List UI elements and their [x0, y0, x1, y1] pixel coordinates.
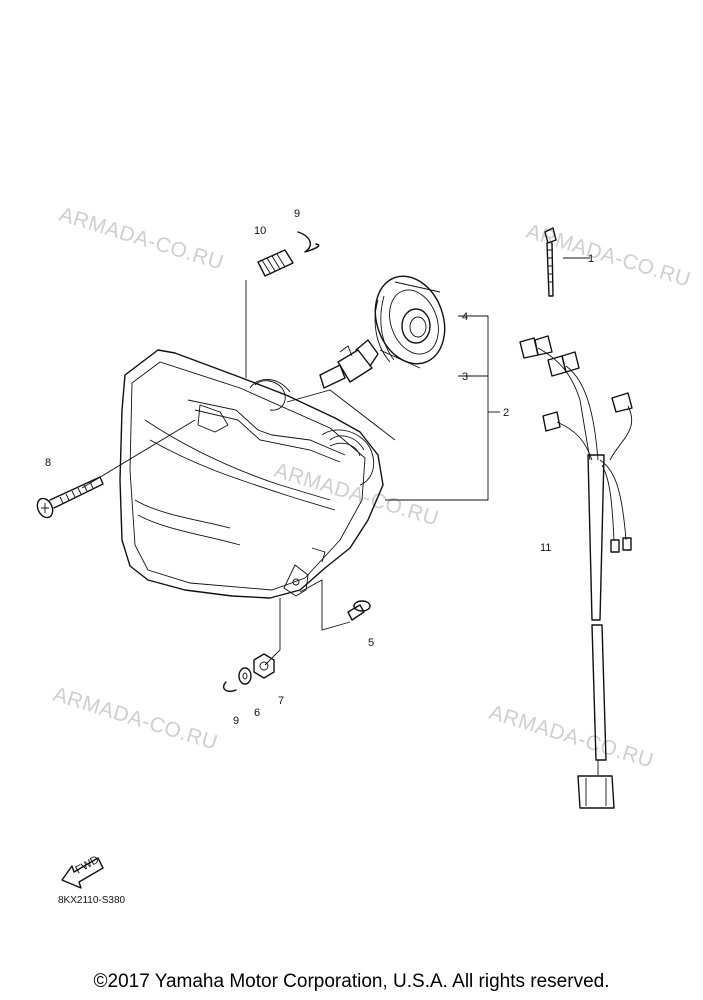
- clip-part-9-top: [297, 231, 320, 253]
- watermark: ARMADA-CO.RU: [51, 683, 221, 755]
- callout-2: 2: [503, 407, 509, 419]
- nut-part-7: [253, 653, 275, 679]
- bolt-part-5: [347, 600, 371, 621]
- callout-4: 4: [462, 311, 468, 323]
- bulb-cover-part-4: [374, 275, 446, 369]
- callout-1: 1: [588, 253, 594, 265]
- headlight-housing: [119, 349, 384, 599]
- wire-harness-part-11: [519, 335, 633, 809]
- watermark: ARMADA-CO.RU: [57, 203, 227, 275]
- fwd-arrow-icon: FWD: [61, 854, 104, 889]
- fwd-label: FWD: [74, 854, 102, 877]
- callout-7: 7: [278, 695, 284, 707]
- callout-5: 5: [368, 637, 374, 649]
- callout-3: 3: [462, 371, 468, 383]
- callout-11: 11: [540, 542, 551, 554]
- callout-10: 10: [254, 225, 266, 237]
- copyright-text: ©2017 Yamaha Motor Corporation, U.S.A. A…: [93, 971, 610, 992]
- callout-numbers: 1 2 3 4 5 6 7 8 9 9 10 11: [45, 208, 594, 727]
- callout-9-top: 9: [294, 208, 300, 220]
- bulb-part-3: [319, 339, 379, 389]
- watermark: ARMADA-CO.RU: [272, 459, 442, 531]
- cable-tie-part-1: [544, 227, 557, 297]
- spring-part-10: [257, 249, 294, 277]
- washer-part-6: [238, 667, 252, 685]
- callout-8: 8: [45, 457, 51, 469]
- callout-9-bottom: 9: [233, 715, 239, 727]
- callout-6: 6: [254, 707, 260, 719]
- clip-part-9-bottom: [222, 681, 237, 692]
- diagram-code: 8KX2110-S380: [58, 895, 126, 906]
- screw-part-8: [36, 476, 104, 519]
- watermark: ARMADA-CO.RU: [487, 701, 657, 773]
- leader-lines: [81, 257, 590, 666]
